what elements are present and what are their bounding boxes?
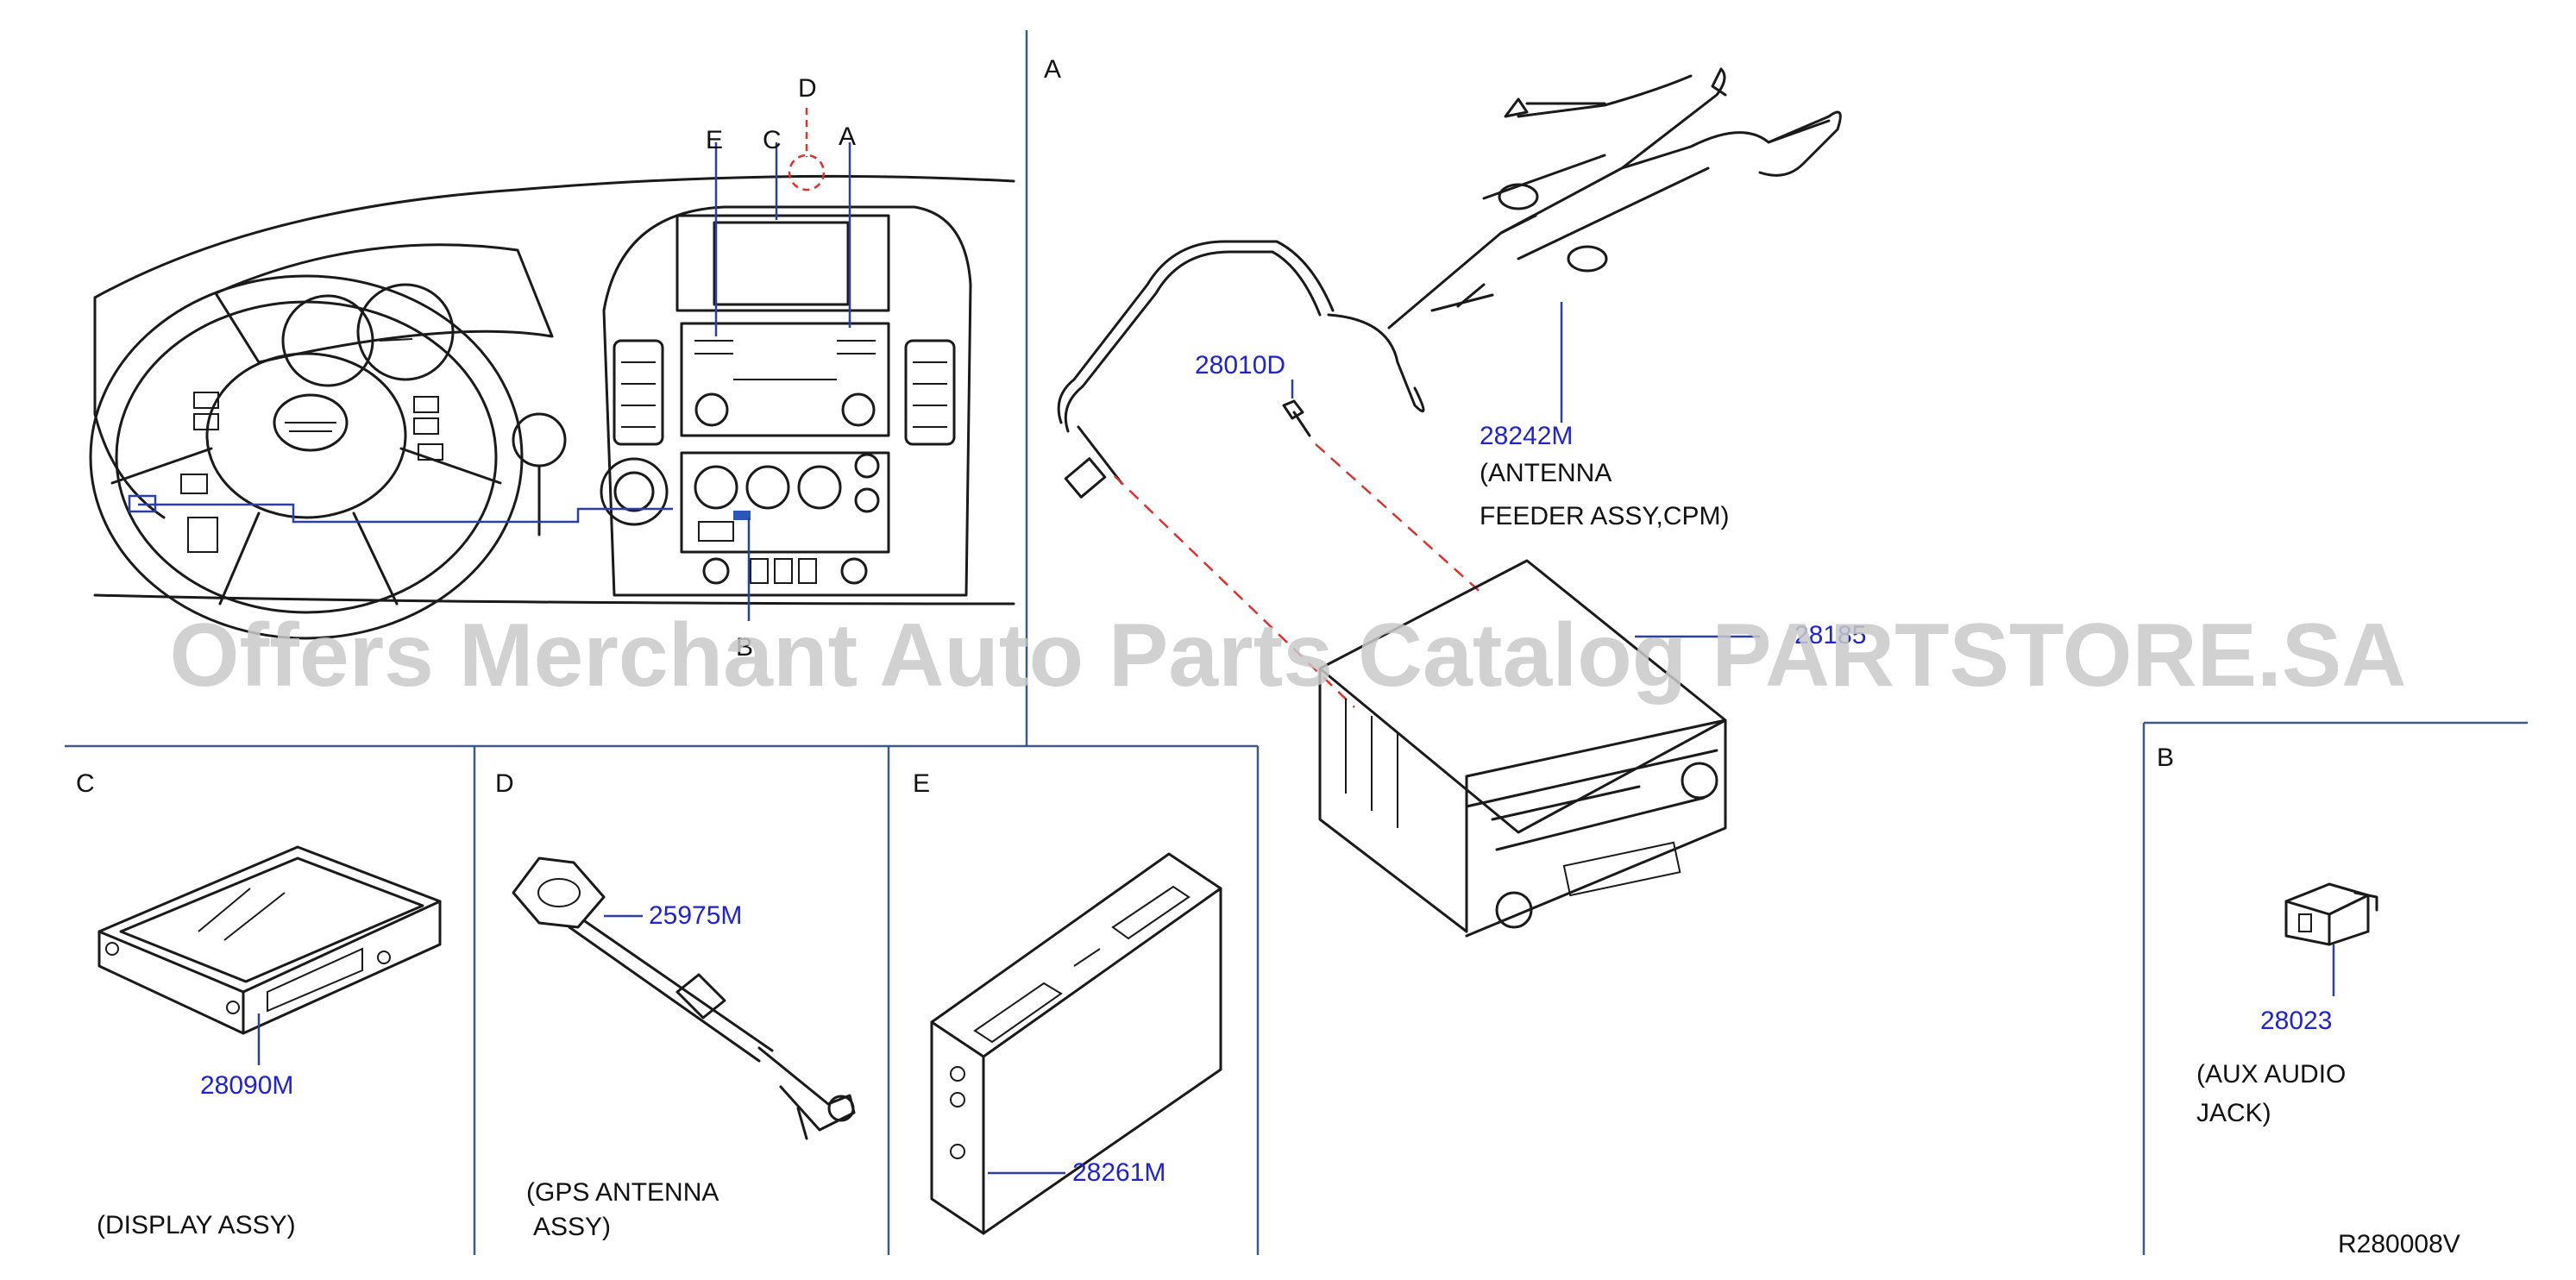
callout-d: D [798,74,817,103]
gps-antenna-illustration [512,856,856,1140]
part-description-aux-jack-line2: JACK) [2196,1099,2271,1127]
bolt-illustration [1282,380,1311,437]
part-description-gps-antenna-line1: (GPS ANTENNA [526,1178,719,1207]
aux-jack-illustration [2284,882,2378,996]
part-number-28261m[interactable]: 28261M [1072,1158,1165,1187]
dashboard-overview-illustration [89,108,1015,640]
part-number-28242m[interactable]: 28242M [1480,422,1573,450]
section-e-letter: E [913,769,930,798]
part-number-28023[interactable]: 28023 [2260,1007,2332,1035]
dashed-line-bolt [1315,443,1485,596]
section-d-letter: D [495,769,514,798]
callout-e: E [706,126,723,154]
antenna-feeder-illustration [1057,67,1842,499]
part-number-28010d[interactable]: 28010D [1195,351,1285,380]
section-a-letter: A [1044,55,1061,84]
callout-a: A [839,122,856,151]
watermark: Offers Merchant Auto Parts Catalog PARTS… [170,605,2407,706]
callout-b: B [736,633,753,662]
part-description-aux-jack-line1: (AUX AUDIO [2196,1060,2346,1089]
panel-frames [65,30,2528,1255]
part-description-gps-antenna-line2: ASSY) [533,1213,611,1241]
section-b-letter: B [2157,744,2174,772]
diagram-code: R280008V [2338,1230,2460,1258]
part-description-display-assy: (DISPLAY ASSY) [97,1211,296,1239]
control-unit-illustration [930,852,1222,1235]
audio-unit-illustration [1318,559,1760,938]
dashed-line-feeder [1114,475,1355,708]
part-description-antenna-feeder-line2: FEEDER ASSY,CPM) [1480,502,1730,530]
callout-c: C [763,126,782,154]
part-number-28090m[interactable]: 28090M [200,1071,293,1100]
display-assy-illustration [97,845,442,1065]
part-description-antenna-feeder-line1: (ANTENNA [1480,459,1612,487]
section-c-letter: C [76,769,95,798]
part-number-28185[interactable]: 28185 [1794,621,1866,649]
part-number-25975m[interactable]: 25975M [649,901,742,930]
